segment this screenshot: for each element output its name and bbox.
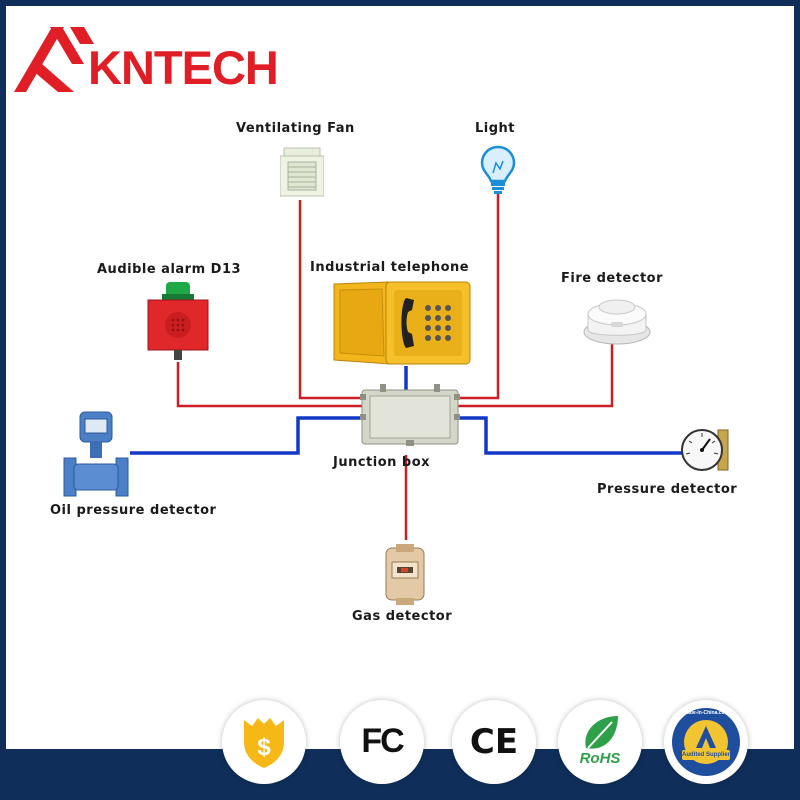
oil-pressure-detector-icon [63, 411, 129, 497]
badge-ce: CE [452, 700, 536, 784]
rohs-leaf-icon [585, 716, 618, 749]
junction-box-icon [360, 384, 460, 446]
svg-text:$: $ [257, 734, 271, 761]
payment-shield-icon: $ [244, 718, 284, 768]
audible-alarm-icon [147, 282, 209, 360]
label-industrial-telephone: Industrial telephone [310, 260, 470, 275]
wire-alarm [176, 362, 368, 408]
light-bulb-icon [480, 145, 516, 194]
brand-name: KNTECH [88, 41, 279, 94]
label-oil-pressure-detector: Oil pressure detector [50, 503, 217, 518]
industrial-telephone-icon [333, 281, 471, 365]
ventilating-fan-icon [280, 147, 324, 197]
label-light: Light [475, 121, 516, 136]
audited-supplier-text: Audited Supplier [682, 752, 730, 758]
badge-rohs: RoHS [558, 700, 642, 784]
badge-fc: FC [340, 700, 424, 784]
made-in-china-text: Made-in-China.com [682, 710, 730, 716]
gas-detector-icon [385, 544, 425, 605]
label-audible-alarm: Audible alarm D13 [97, 262, 242, 277]
wire-fan [298, 200, 368, 400]
label-ventilating-fan: Ventilating Fan [236, 121, 355, 136]
audited-supplier-seal-icon [672, 708, 740, 776]
kntech-logo-icon [14, 27, 94, 92]
wire-fire [452, 342, 614, 408]
ce-mark: CE [469, 722, 519, 762]
label-junction-box: Junction box [333, 455, 431, 470]
pressure-gauge-icon [681, 429, 729, 471]
label-fire-detector: Fire detector [561, 271, 664, 286]
rohs-text: RoHS [579, 750, 621, 767]
badge-audited-supplier: Audited Supplier Made-in-China.com [664, 700, 748, 784]
badge-payment: $ [222, 700, 306, 784]
fc-mark: FC [361, 722, 404, 760]
wire-pressure [452, 416, 682, 455]
label-pressure-detector: Pressure detector [597, 482, 738, 497]
fire-detector-icon [583, 299, 651, 345]
label-gas-detector: Gas detector [352, 609, 453, 624]
wire-oil [130, 416, 368, 455]
wire-light [452, 192, 500, 400]
